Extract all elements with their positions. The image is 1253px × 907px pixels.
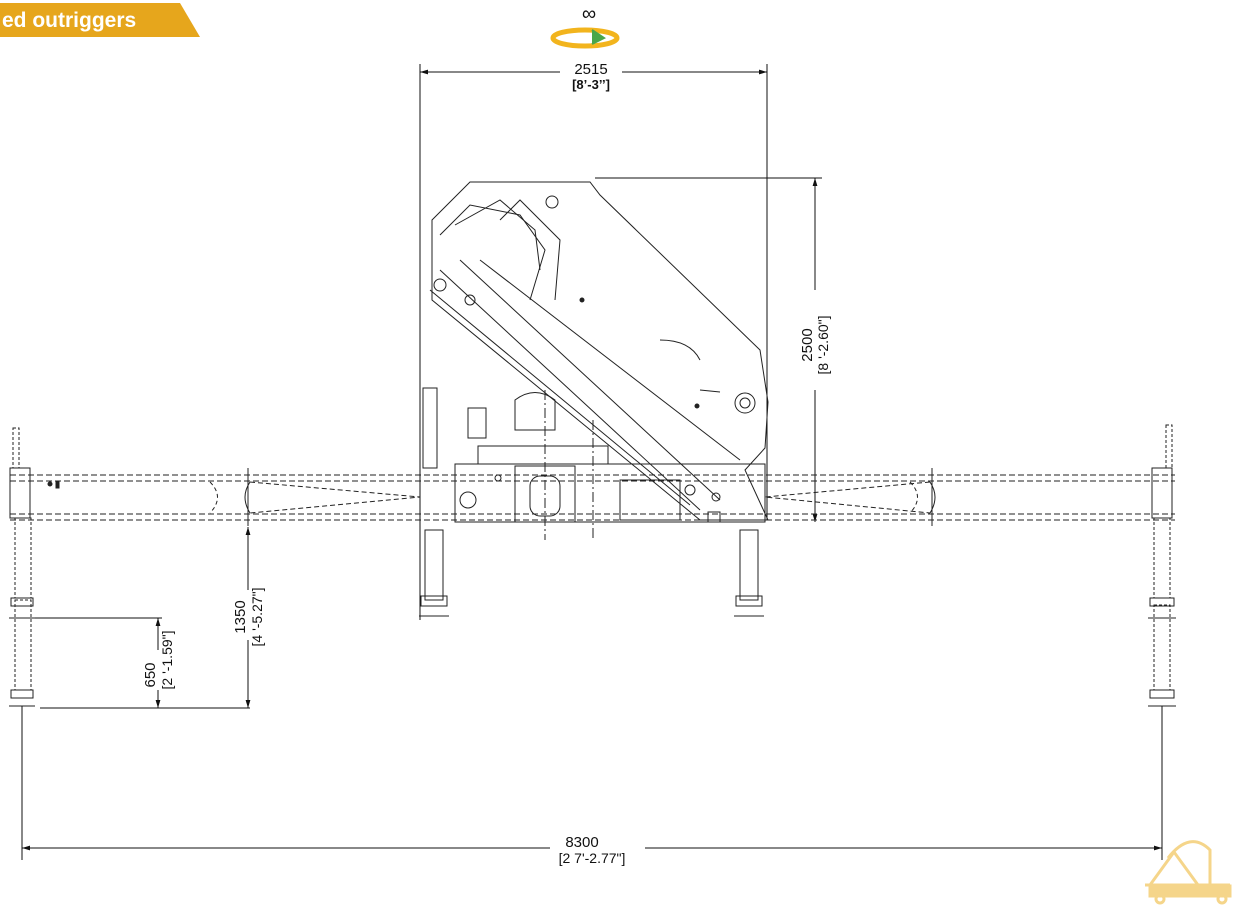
dimension-top-width: 2515 [8’-3’’]: [419, 61, 768, 620]
rotation-icon: ∞: [550, 3, 620, 49]
inner-legs: [419, 387, 764, 617]
dim-span-mm: 8300: [565, 834, 598, 851]
title-banner: ed outriggers: [0, 3, 200, 37]
dim-top-mm: 2515: [574, 61, 607, 78]
dim-foot-imperial: [2 '-1.59"]: [159, 630, 175, 689]
right-outer-leg: [1148, 424, 1176, 707]
outrigger-beam: [10, 468, 1175, 526]
left-outer-leg: [9, 427, 60, 707]
crane-boom: [429, 181, 769, 523]
dim-top-imperial: [8’-3’’]: [572, 77, 610, 92]
banner-title: ed outriggers: [2, 9, 137, 32]
banner-shape: [0, 3, 200, 37]
dim-drop-mm: 1350: [232, 600, 249, 633]
infinity-symbol: ∞: [582, 3, 596, 25]
dim-height-imperial: [8 '-2.60"]: [815, 315, 831, 374]
dimension-foot-extension: 650 [2 '-1.59"]: [35, 617, 175, 708]
dim-foot-mm: 650: [142, 662, 159, 687]
dimension-height: 2500 [8 '-2.60"]: [595, 177, 831, 522]
dim-span-imperial: [2 7'-2.77"]: [559, 850, 626, 866]
crane-base: [454, 390, 766, 540]
crane-truck-logo-icon: [1145, 840, 1232, 905]
dim-drop-imperial: [4 '-5.27"]: [249, 587, 265, 646]
dimension-outrigger-drop: 1350 [4 '-5.27"]: [40, 527, 265, 709]
dim-height-mm: 2500: [799, 328, 816, 361]
dimension-total-span: 8300 [2 7'-2.77"]: [21, 706, 1163, 866]
